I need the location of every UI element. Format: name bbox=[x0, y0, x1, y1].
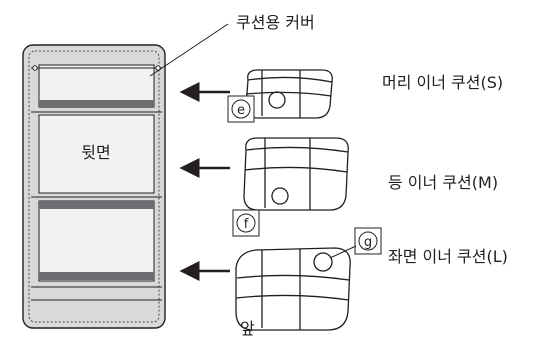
marker-g-label: g bbox=[364, 235, 372, 250]
back-cushion-illustration bbox=[243, 137, 349, 211]
cover-label: 쿠션용 커버 bbox=[236, 13, 315, 32]
marker-e: e bbox=[227, 95, 255, 123]
marker-g-leader bbox=[329, 245, 357, 259]
back-label: 뒷면 bbox=[81, 143, 110, 162]
marker-f-label: f bbox=[244, 217, 249, 232]
back-cushion-label: 등 이너 쿠션(M) bbox=[388, 173, 498, 192]
cover-leader-line bbox=[149, 23, 229, 77]
cover-panel-top bbox=[31, 64, 162, 108]
cover-panel-lower bbox=[31, 200, 162, 301]
head-cushion-label: 머리 이너 쿠션(S) bbox=[382, 73, 503, 92]
marker-f: f bbox=[232, 209, 260, 237]
marker-e-label: e bbox=[237, 103, 245, 118]
front-label: 앞 bbox=[240, 319, 255, 338]
seat-cushion-illustration bbox=[235, 247, 351, 331]
marker-g: g bbox=[354, 227, 382, 255]
cover-panel-middle bbox=[31, 111, 162, 198]
seat-cushion-label: 좌면 이너 쿠션(L) bbox=[388, 247, 508, 266]
head-cushion-illustration bbox=[245, 69, 333, 119]
